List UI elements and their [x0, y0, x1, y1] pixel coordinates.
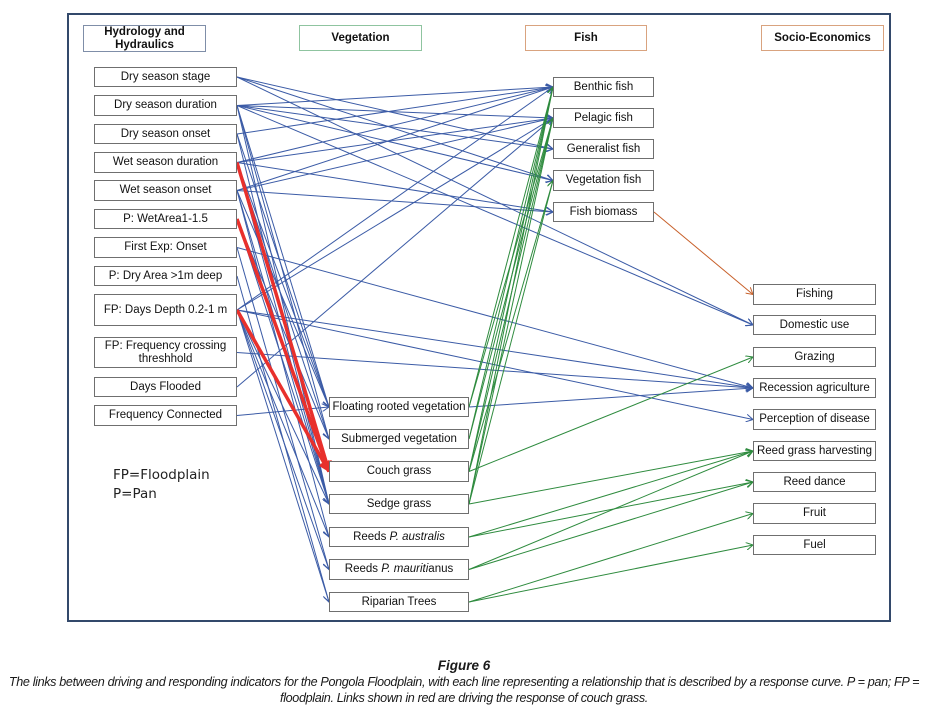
caption-title: Figure 6 [437, 658, 491, 673]
node-dry-season-duration: Dry season duration [94, 95, 237, 116]
node-dry-season-stage: Dry season stage [94, 67, 237, 87]
header-vegetation: Vegetation [299, 25, 422, 51]
node-floating-rooted-vegetation: Floating rooted vegetation [329, 397, 469, 417]
node-perception-of-disease: Perception of disease [753, 409, 876, 430]
node-p-dry-area: P: Dry Area >1m deep [94, 266, 237, 286]
node-vegetation-fish: Vegetation fish [553, 170, 654, 191]
node-fp-days-depth: FP: Days Depth 0.2-1 m [94, 294, 237, 326]
node-wet-season-duration: Wet season duration [94, 152, 237, 173]
node-p-wetarea: P: WetArea1-1.5 [94, 209, 237, 229]
node-fishing: Fishing [753, 284, 876, 305]
node-label-prefix: Reeds [344, 563, 382, 575]
node-fuel: Fuel [753, 535, 876, 555]
legend-pan: P=Pan [113, 486, 157, 502]
node-riparian-trees: Riparian Trees [329, 592, 469, 612]
legend-floodplain: FP=Floodplain [113, 467, 210, 483]
node-first-exp-onset: First Exp: Onset [94, 237, 237, 258]
node-grazing: Grazing [753, 347, 876, 367]
node-recession-agriculture: Recession agriculture [753, 378, 876, 398]
node-domestic-use: Domestic use [753, 315, 876, 335]
node-pelagic-fish: Pelagic fish [553, 108, 654, 128]
node-wet-season-onset: Wet season onset [94, 180, 237, 201]
node-days-flooded: Days Flooded [94, 377, 237, 397]
node-frequency-connected: Frequency Connected [94, 405, 237, 426]
node-reed-dance: Reed dance [753, 472, 876, 492]
node-label-suffix: anus [428, 563, 454, 575]
node-fp-frequency-crossing: FP: Frequency crossing threshhold [94, 337, 237, 368]
node-label-species: P. mauriti [381, 563, 429, 575]
node-generalist-fish: Generalist fish [553, 139, 654, 159]
figure-caption: Figure 6 The links between driving and r… [0, 657, 928, 706]
node-label-prefix: Reeds [353, 530, 390, 543]
node-dry-season-onset: Dry season onset [94, 124, 237, 144]
header-fish: Fish [525, 25, 647, 51]
node-submerged-vegetation: Submerged vegetation [329, 429, 469, 449]
caption-text: The links between driving and responding… [8, 675, 920, 705]
node-couch-grass: Couch grass [329, 461, 469, 482]
node-benthic-fish: Benthic fish [553, 77, 654, 97]
node-reed-grass-harvesting: Reed grass harvesting [753, 441, 876, 461]
node-reeds-p-australis: Reeds P. australis [329, 527, 469, 547]
header-socio-economics: Socio-Economics [761, 25, 884, 51]
node-label-species: P. australis [389, 530, 445, 543]
header-hydrology: Hydrology and Hydraulics [83, 25, 206, 52]
node-sedge-grass: Sedge grass [329, 494, 469, 514]
abbreviation-legend: FP=Floodplain P=Pan [113, 466, 210, 504]
node-fish-biomass: Fish biomass [553, 202, 654, 222]
node-fruit: Fruit [753, 503, 876, 524]
